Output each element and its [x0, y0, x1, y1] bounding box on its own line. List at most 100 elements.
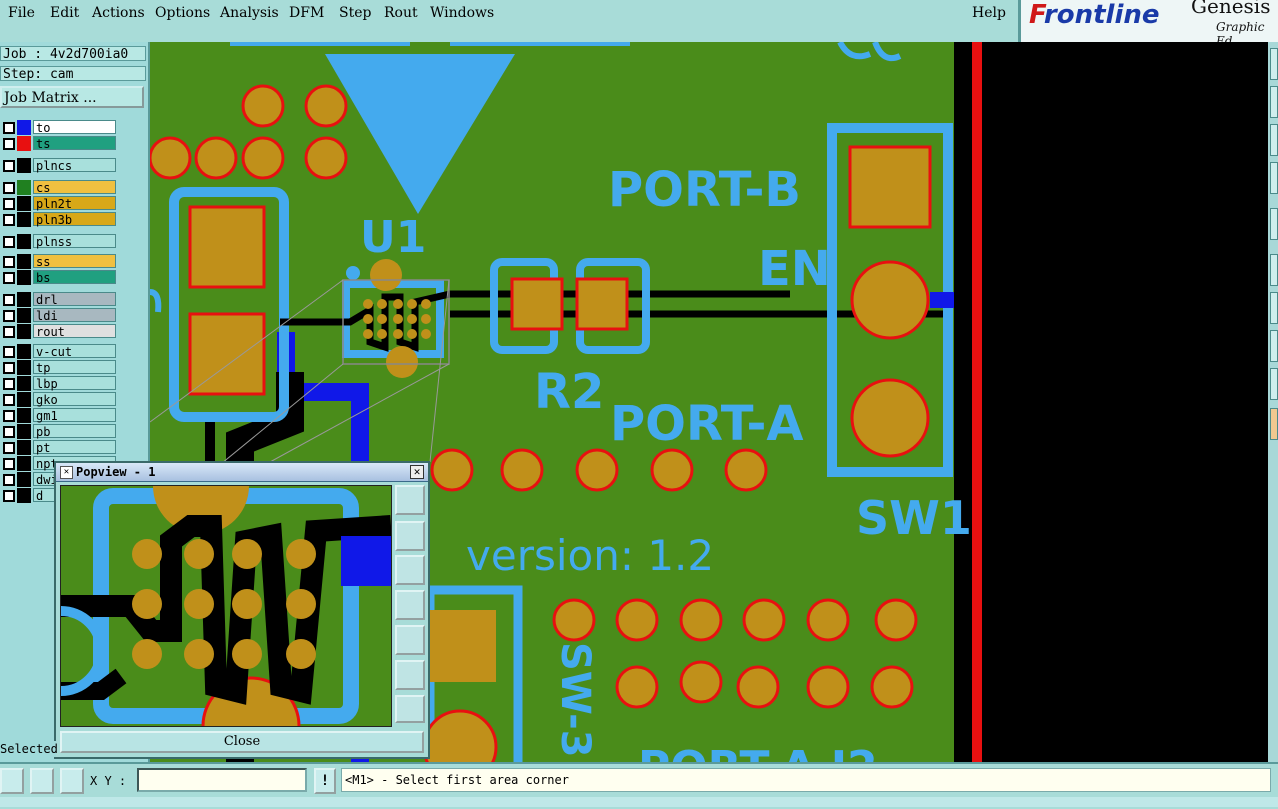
layer-row[interactable]: cs [0, 180, 118, 195]
partial-silk-left [150, 289, 162, 313]
layer-checkbox[interactable] [3, 182, 15, 194]
layer-checkbox[interactable] [3, 458, 15, 470]
pan-up-icon[interactable] [395, 521, 425, 551]
measure-icon[interactable] [0, 768, 24, 794]
layer-checkbox[interactable] [3, 310, 15, 322]
layer-checkbox[interactable] [3, 256, 15, 268]
popview-zoomed-board[interactable] [61, 486, 391, 726]
layer-row[interactable]: plnss [0, 234, 118, 249]
pan-right-icon[interactable] [395, 625, 425, 655]
right-tool-button[interactable] [1270, 330, 1278, 362]
menu-file[interactable]: File [8, 5, 35, 21]
job-matrix-button[interactable]: Job Matrix ... [0, 86, 144, 108]
layer-checkbox[interactable] [3, 294, 15, 306]
layer-checkbox[interactable] [3, 426, 15, 438]
right-tool-button[interactable] [1270, 408, 1278, 440]
layer-checkbox[interactable] [3, 272, 15, 284]
triangle-marker [325, 54, 515, 214]
smd-pad [188, 205, 266, 289]
via-pads-top-left [150, 84, 348, 180]
layer-row[interactable]: plncs [0, 158, 118, 173]
layer-row[interactable]: ts [0, 136, 118, 151]
layer-row[interactable]: v-cut [0, 344, 118, 359]
layer-checkbox[interactable] [3, 410, 15, 422]
layer-row[interactable]: ss [0, 254, 118, 269]
label-sw3: SW-3 [552, 642, 598, 758]
layer-checkbox[interactable] [3, 236, 15, 248]
step-name: Step: cam [0, 66, 146, 82]
layer-row[interactable]: gko [0, 392, 118, 407]
layer-color-swatch [17, 408, 31, 423]
r2-pad [575, 277, 629, 331]
layer-row[interactable]: lbp [0, 376, 118, 391]
layer-checkbox[interactable] [3, 122, 15, 134]
layer-checkbox[interactable] [3, 160, 15, 172]
layer-row[interactable]: pt [0, 440, 118, 455]
popview-canvas[interactable] [60, 485, 392, 727]
layer-row[interactable]: to [0, 120, 118, 135]
popview-titlebar[interactable]: ✕ Popview - 1 ✕ [56, 463, 428, 482]
layer-row[interactable]: ldi [0, 308, 118, 323]
menu-actions[interactable]: Actions [92, 5, 145, 21]
right-tool-button[interactable] [1270, 48, 1278, 80]
layer-checkbox[interactable] [3, 214, 15, 226]
menu-options[interactable]: Options [155, 5, 211, 21]
layer-checkbox[interactable] [3, 442, 15, 454]
layer-row[interactable]: tp [0, 360, 118, 375]
layer-row[interactable]: pln2t [0, 196, 118, 211]
layer-row[interactable]: pb [0, 424, 118, 439]
partial-silk-j5 [837, 42, 902, 62]
sw1-pad-round [850, 378, 930, 458]
menu-windows[interactable]: Windows [430, 5, 495, 21]
right-tool-button[interactable] [1270, 254, 1278, 286]
layer-row[interactable]: drl [0, 292, 118, 307]
layer-color-swatch [17, 292, 31, 307]
layer-row[interactable]: gm1 [0, 408, 118, 423]
layer-checkbox[interactable] [3, 490, 15, 502]
zoom-trace [61, 515, 391, 705]
close-button[interactable]: Close [60, 731, 424, 753]
snap-icon[interactable] [30, 768, 54, 794]
layer-checkbox[interactable] [3, 346, 15, 358]
right-tool-button[interactable] [1270, 292, 1278, 324]
layer-name: ts [33, 136, 116, 151]
layer-color-swatch [17, 270, 31, 285]
menu-step[interactable]: Step [339, 5, 372, 21]
label-port-a: PORT-A [610, 396, 804, 452]
right-tool-button[interactable] [1270, 162, 1278, 194]
layer-checkbox[interactable] [3, 474, 15, 486]
menu-rout[interactable]: Rout [384, 5, 418, 21]
grid-icon[interactable] [60, 768, 84, 794]
layer-row[interactable]: rout [0, 324, 118, 339]
zoom-out-icon[interactable] [395, 695, 425, 723]
zoom-plane [341, 536, 391, 586]
layer-color-swatch [17, 180, 31, 195]
layer-checkbox[interactable] [3, 394, 15, 406]
menu-edit[interactable]: Edit [50, 5, 80, 21]
warning-icon[interactable]: ! [314, 768, 336, 794]
right-tool-button[interactable] [1270, 124, 1278, 156]
layer-checkbox[interactable] [3, 138, 15, 150]
menu-dfm[interactable]: DFM [289, 5, 325, 21]
pan-down-icon[interactable] [395, 555, 425, 585]
right-tool-button[interactable] [1270, 368, 1278, 400]
xy-input[interactable] [137, 768, 307, 792]
menu-analysis[interactable]: Analysis [220, 5, 279, 21]
zoom-fit-icon[interactable] [395, 485, 425, 515]
right-tool-button[interactable] [1270, 208, 1278, 240]
layer-name: ss [33, 254, 116, 269]
zoom-pad [153, 486, 249, 534]
layer-checkbox[interactable] [3, 326, 15, 338]
pan-left-icon[interactable] [395, 590, 425, 620]
right-tool-button[interactable] [1270, 86, 1278, 118]
menu-help[interactable]: Help [972, 5, 1006, 21]
pin1-marker [346, 266, 360, 280]
layer-row[interactable]: bs [0, 270, 118, 285]
layer-name: plncs [33, 158, 116, 173]
layer-checkbox[interactable] [3, 362, 15, 374]
layer-checkbox[interactable] [3, 198, 15, 210]
layer-checkbox[interactable] [3, 378, 15, 390]
zoom-in-icon[interactable] [395, 660, 425, 690]
close-icon[interactable]: ✕ [410, 465, 424, 479]
layer-row[interactable]: pln3b [0, 212, 118, 227]
